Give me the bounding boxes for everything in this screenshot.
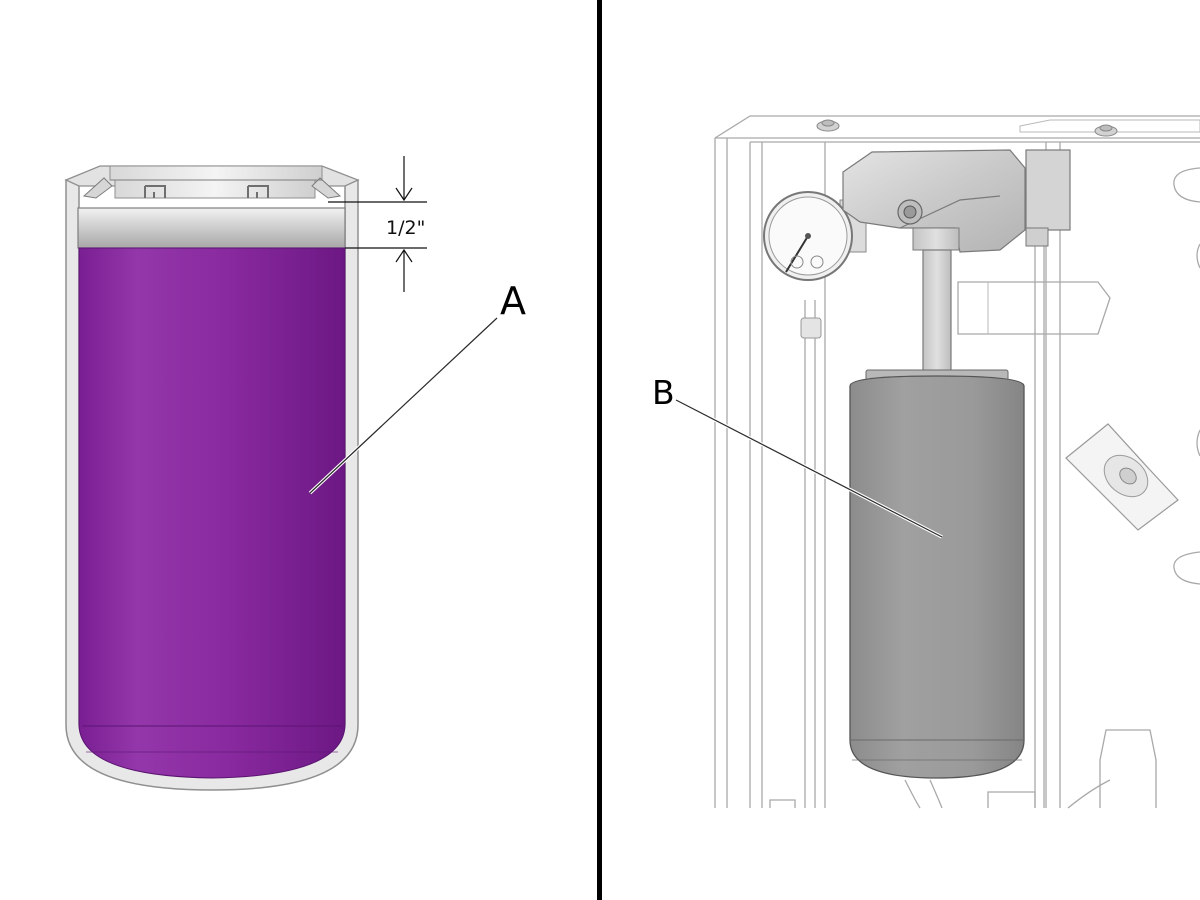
filter-a-body [78, 247, 346, 779]
filter-a-end-ring [77, 207, 346, 249]
filter-b-body [849, 369, 1025, 779]
callout-a: A [308, 279, 526, 495]
callout-b: B [652, 373, 943, 539]
callout-a-label: A [500, 279, 526, 323]
right-panel: B [652, 115, 1200, 809]
callout-b-label: B [652, 373, 675, 412]
filter-head [842, 149, 1071, 253]
side-valve [1065, 423, 1179, 531]
filter-stem [922, 249, 952, 379]
dimension-label: 1/2" [386, 217, 425, 239]
dimension-half-inch: 1/2" [328, 156, 427, 292]
left-panel: 1/2" A [64, 156, 526, 791]
cabinet-frame [714, 115, 1200, 809]
pressure-gauge [763, 191, 867, 281]
housing-cap [64, 165, 360, 199]
panel-divider [597, 0, 602, 900]
